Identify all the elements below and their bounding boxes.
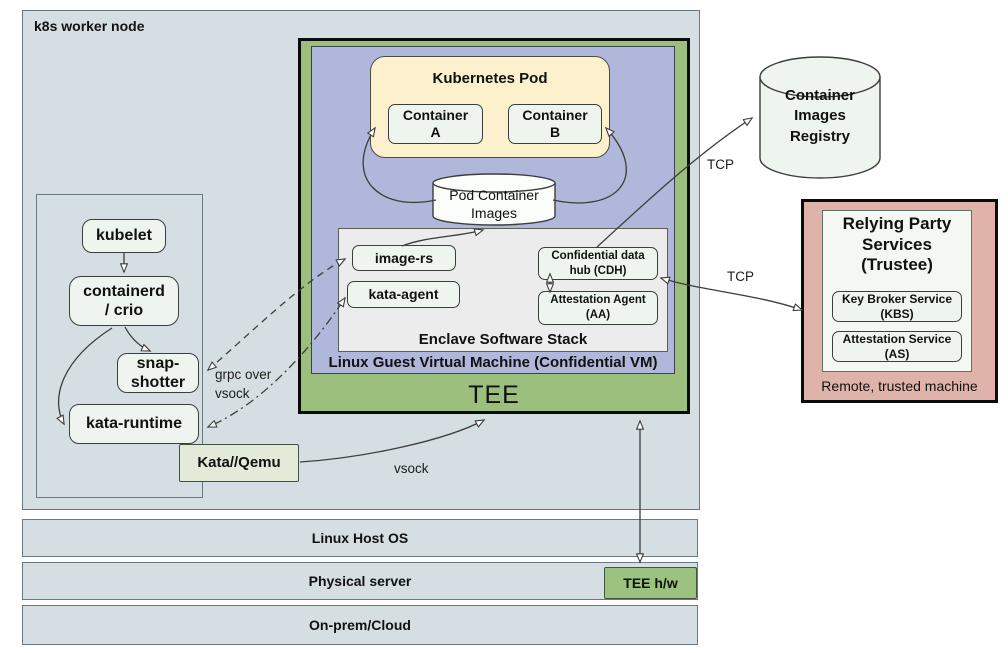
kbs-node: Key Broker Service (KBS)	[832, 291, 962, 322]
guest-vm-label: Linux Guest Virtual Machine (Confidentia…	[328, 353, 658, 371]
relying-party-caption: Remote, trusted machine	[821, 378, 978, 394]
containerd-crio-label: containerd / crio	[83, 282, 165, 319]
grpc-vsock-label: grpc over vsock	[215, 367, 272, 401]
physical-server-bar: Physical server	[22, 562, 698, 600]
kata-agent-node: kata-agent	[347, 281, 460, 308]
image-rs-node: image-rs	[352, 245, 456, 271]
cdh-label: Confidential data hub (CDH)	[551, 249, 645, 277]
kata-agent-label: kata-agent	[368, 286, 439, 303]
onprem-cloud-bar: On-prem/Cloud	[22, 605, 698, 645]
kata-runtime-node: kata-runtime	[69, 404, 199, 444]
container-a-node: Container A	[388, 104, 483, 144]
linux-host-os-bar: Linux Host OS	[22, 519, 698, 557]
attestation-service-label: Attestation Service (AS)	[842, 332, 952, 361]
enclave-stack-title: Enclave Software Stack	[418, 330, 588, 348]
tcp-kbs-label: TCP	[727, 269, 754, 284]
tee-hw-box: TEE h/w	[604, 567, 697, 599]
physical-server-label: Physical server	[308, 573, 412, 589]
kata-runtime-label: kata-runtime	[85, 415, 183, 433]
pod-images-label: Pod Container Images	[449, 187, 539, 222]
cdh-node: Confidential data hub (CDH)	[538, 247, 658, 280]
container-b-label: Container B	[522, 107, 588, 140]
tcp-registry-label: TCP	[707, 157, 734, 172]
snapshotter-node: snap- shotter	[117, 353, 199, 393]
container-a-label: Container A	[402, 107, 469, 140]
vsock-label: vsock	[394, 461, 429, 476]
snapshotter-label: snap- shotter	[130, 354, 186, 391]
attestation-service-node: Attestation Service (AS)	[832, 331, 962, 362]
k8s-worker-node-title: k8s worker node	[34, 18, 145, 34]
kubelet-node: kubelet	[82, 219, 166, 253]
tee-label: TEE	[468, 380, 520, 409]
containerd-crio-node: containerd / crio	[69, 276, 179, 326]
kata-qemu-node: Kata//Qemu	[179, 444, 299, 482]
attestation-agent-label: Attestation Agent (AA)	[550, 294, 646, 321]
kbs-label: Key Broker Service (KBS)	[841, 292, 953, 321]
registry-label: Container Images Registry	[784, 87, 855, 145]
relying-party-title: Relying Party Services (Trustee)	[842, 214, 952, 275]
image-rs-label: image-rs	[374, 249, 434, 266]
kubernetes-pod-title: Kubernetes Pod	[432, 70, 548, 87]
attestation-agent-node: Attestation Agent (AA)	[538, 291, 658, 325]
kata-qemu-label: Kata//Qemu	[197, 454, 281, 471]
kubelet-label: kubelet	[95, 227, 152, 245]
container-b-node: Container B	[508, 104, 602, 144]
